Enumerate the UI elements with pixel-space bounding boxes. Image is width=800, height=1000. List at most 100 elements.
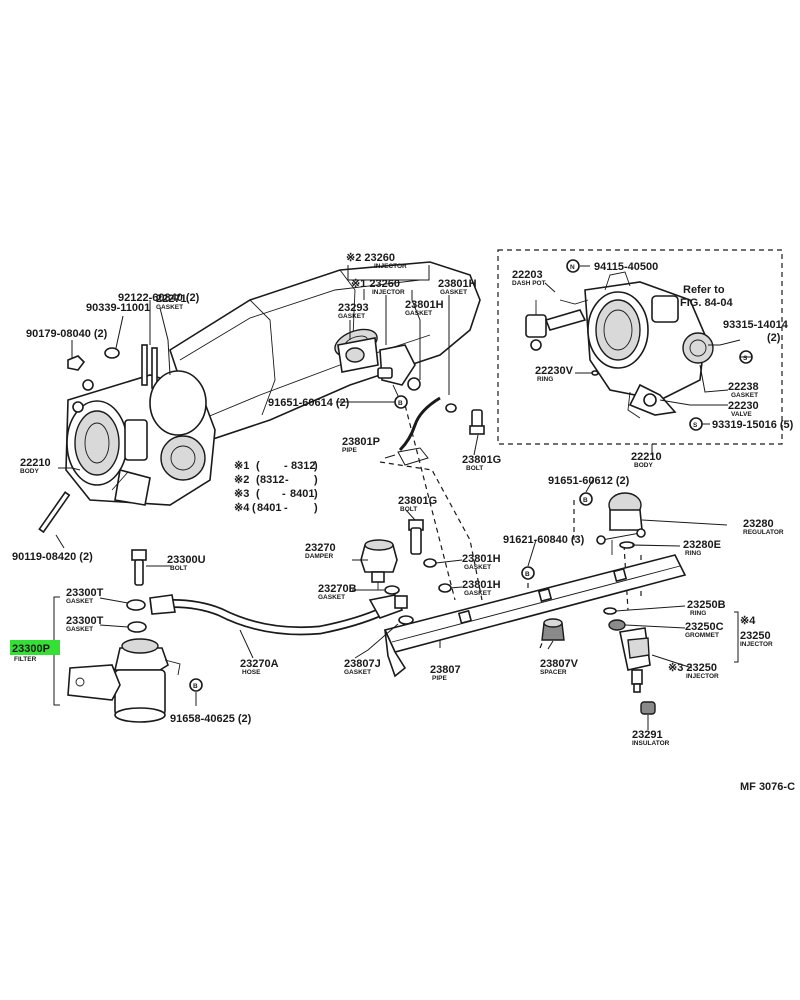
- label-23807: 23807: [430, 664, 461, 676]
- intake-chamber: [169, 261, 481, 441]
- label-23801H-upper-inner-sub: GASKET: [405, 310, 432, 317]
- label-23801H-low: 23801H: [462, 579, 501, 591]
- b-marker-letter-4: B: [583, 497, 588, 504]
- label-90179-08040: 90179-08040 (2): [26, 328, 108, 340]
- label-22271-sub: GASKET: [156, 304, 183, 311]
- label-23300T-b: 23300T: [66, 615, 104, 627]
- legend-4-close: ): [314, 502, 318, 514]
- bolt-23801G-lower: [408, 519, 424, 555]
- label-23270A-sub: HOSE: [242, 669, 261, 676]
- label-22210-right: 22210: [631, 451, 662, 463]
- label-23300P-sub: FILTER: [14, 656, 37, 663]
- spacer-23807V: [541, 618, 565, 641]
- b-marker-letter-1: B: [398, 400, 403, 407]
- label-23300P[interactable]: 23300P: [12, 643, 50, 655]
- legend-2-dash: -: [285, 474, 289, 486]
- label-23260-star2: ※2 23260: [346, 252, 395, 264]
- label-23291: 23291: [632, 729, 663, 741]
- left-throttle-body: [65, 374, 216, 506]
- label-22230V-sub: RING: [537, 376, 553, 383]
- label-23807J: 23807J: [344, 658, 381, 670]
- label-93315-qty: (2): [767, 332, 781, 344]
- label-23250C-sub: GROMMET: [685, 632, 719, 639]
- refer-line2[interactable]: FIG. 84-04: [680, 297, 733, 309]
- label-90339-11001: 90339-11001: [86, 302, 150, 314]
- inset-frame: [497, 249, 783, 445]
- label-22271: 22271: [156, 293, 187, 305]
- label-23280: 23280: [743, 518, 774, 530]
- label-22230: 22230: [728, 400, 759, 412]
- label-23270B-sub: GASKET: [318, 594, 345, 601]
- bolt-23801G-top: [469, 409, 485, 435]
- upper-injector: [337, 337, 421, 401]
- legend-3-to: 8401: [290, 488, 314, 500]
- highlight-23300P: [10, 640, 60, 655]
- legend-4-dash: -: [284, 502, 288, 514]
- label-91658-40625: 91658-40625 (2): [170, 713, 252, 725]
- label-23250B: 23250B: [687, 599, 726, 611]
- label-22210-right-sub: BODY: [634, 462, 653, 469]
- s-marker-letter-2: S: [693, 422, 698, 429]
- legend-1-dash: -: [284, 460, 288, 472]
- label-23300T-b-sub: GASKET: [66, 626, 93, 633]
- label-23807J-sub: GASKET: [344, 669, 371, 676]
- label-23801G-lower: 23801G: [398, 495, 437, 507]
- label-23300U-sub: BOLT: [170, 565, 187, 572]
- legend-2-from: 8312: [260, 474, 284, 486]
- label-23801G-top-sub: BOLT: [466, 465, 483, 472]
- label-22230-sub: VALVE: [731, 411, 752, 418]
- label-23260-star2-sub: INJECTOR: [374, 263, 407, 270]
- label-23270: 23270: [305, 542, 336, 554]
- label-23801H-upper-outer: 23801H: [438, 278, 477, 290]
- regulator-23280: [596, 492, 646, 555]
- legend-2-close: ): [314, 474, 318, 486]
- legend-3-key: ※3: [234, 488, 249, 500]
- figure-code: MF 3076-C: [740, 781, 795, 793]
- label-23801H-upper-inner: 23801H: [405, 299, 444, 311]
- refer-line1: Refer to: [683, 284, 725, 296]
- bolt-23300U: [131, 549, 147, 586]
- label-22203-sub: DASH POT: [512, 280, 546, 287]
- label-23300T-a: 23300T: [66, 587, 104, 599]
- svg-text:※2: ※2: [234, 474, 249, 486]
- inset-throttle-body: [559, 271, 714, 419]
- label-22238-sub: GASKET: [731, 392, 758, 399]
- b-bolt-markers: [189, 395, 593, 692]
- legend-4-key: ※4: [234, 502, 250, 514]
- label-93315-14014: 93315-14014: [723, 319, 789, 331]
- label-22203: 22203: [512, 269, 543, 281]
- label-91651-60612: 91651-60612 (2): [548, 475, 630, 487]
- label-23293-sub: GASKET: [338, 313, 365, 320]
- label-23270-sub: DAMPER: [305, 553, 333, 560]
- fuel-filter-23300P: [67, 638, 181, 723]
- label-23801P-sub: PIPE: [342, 447, 357, 454]
- label-22238: 22238: [728, 381, 759, 393]
- label-23801G-top: 23801G: [462, 454, 501, 466]
- label-23801H-upper-outer-sub: GASKET: [440, 289, 467, 296]
- label-23280-sub: REGULATOR: [743, 529, 784, 536]
- s-marker-letter-1: S: [743, 355, 748, 362]
- label-23291-sub: INSULATOR: [632, 740, 670, 747]
- label-23270A: 23270A: [240, 658, 279, 670]
- label-23260-star1-sub: INJECTOR: [372, 289, 405, 296]
- b-marker-letter-2: B: [193, 683, 198, 690]
- label-23807V: 23807V: [540, 658, 579, 670]
- label-23280E-sub: RING: [685, 550, 701, 557]
- label-23270B: 23270B: [318, 583, 357, 595]
- label-23250B-sub: RING: [690, 610, 706, 617]
- pipe-23801P: [384, 396, 441, 466]
- label-23250-sub: INJECTOR: [740, 641, 773, 648]
- legend-1-close: ): [314, 460, 318, 472]
- legend-2-open: (: [256, 474, 260, 486]
- label-23801P: 23801P: [342, 436, 380, 448]
- date-legend: ※1 ( - 8312 ) ※2 ( 8312 - ) ※3 ( - 8401 …: [234, 460, 318, 514]
- label-23260-star1: ※1 23260: [351, 278, 400, 290]
- n-marker-letter: N: [570, 264, 575, 271]
- svg-text:※3: ※3: [234, 488, 249, 500]
- fuel-pipe-23807: [383, 554, 687, 678]
- dash-pot-part: [525, 300, 587, 351]
- label-22210-left: 22210: [20, 457, 51, 469]
- legend-4-from: 8401: [257, 502, 281, 514]
- legend-1-open: (: [256, 460, 260, 472]
